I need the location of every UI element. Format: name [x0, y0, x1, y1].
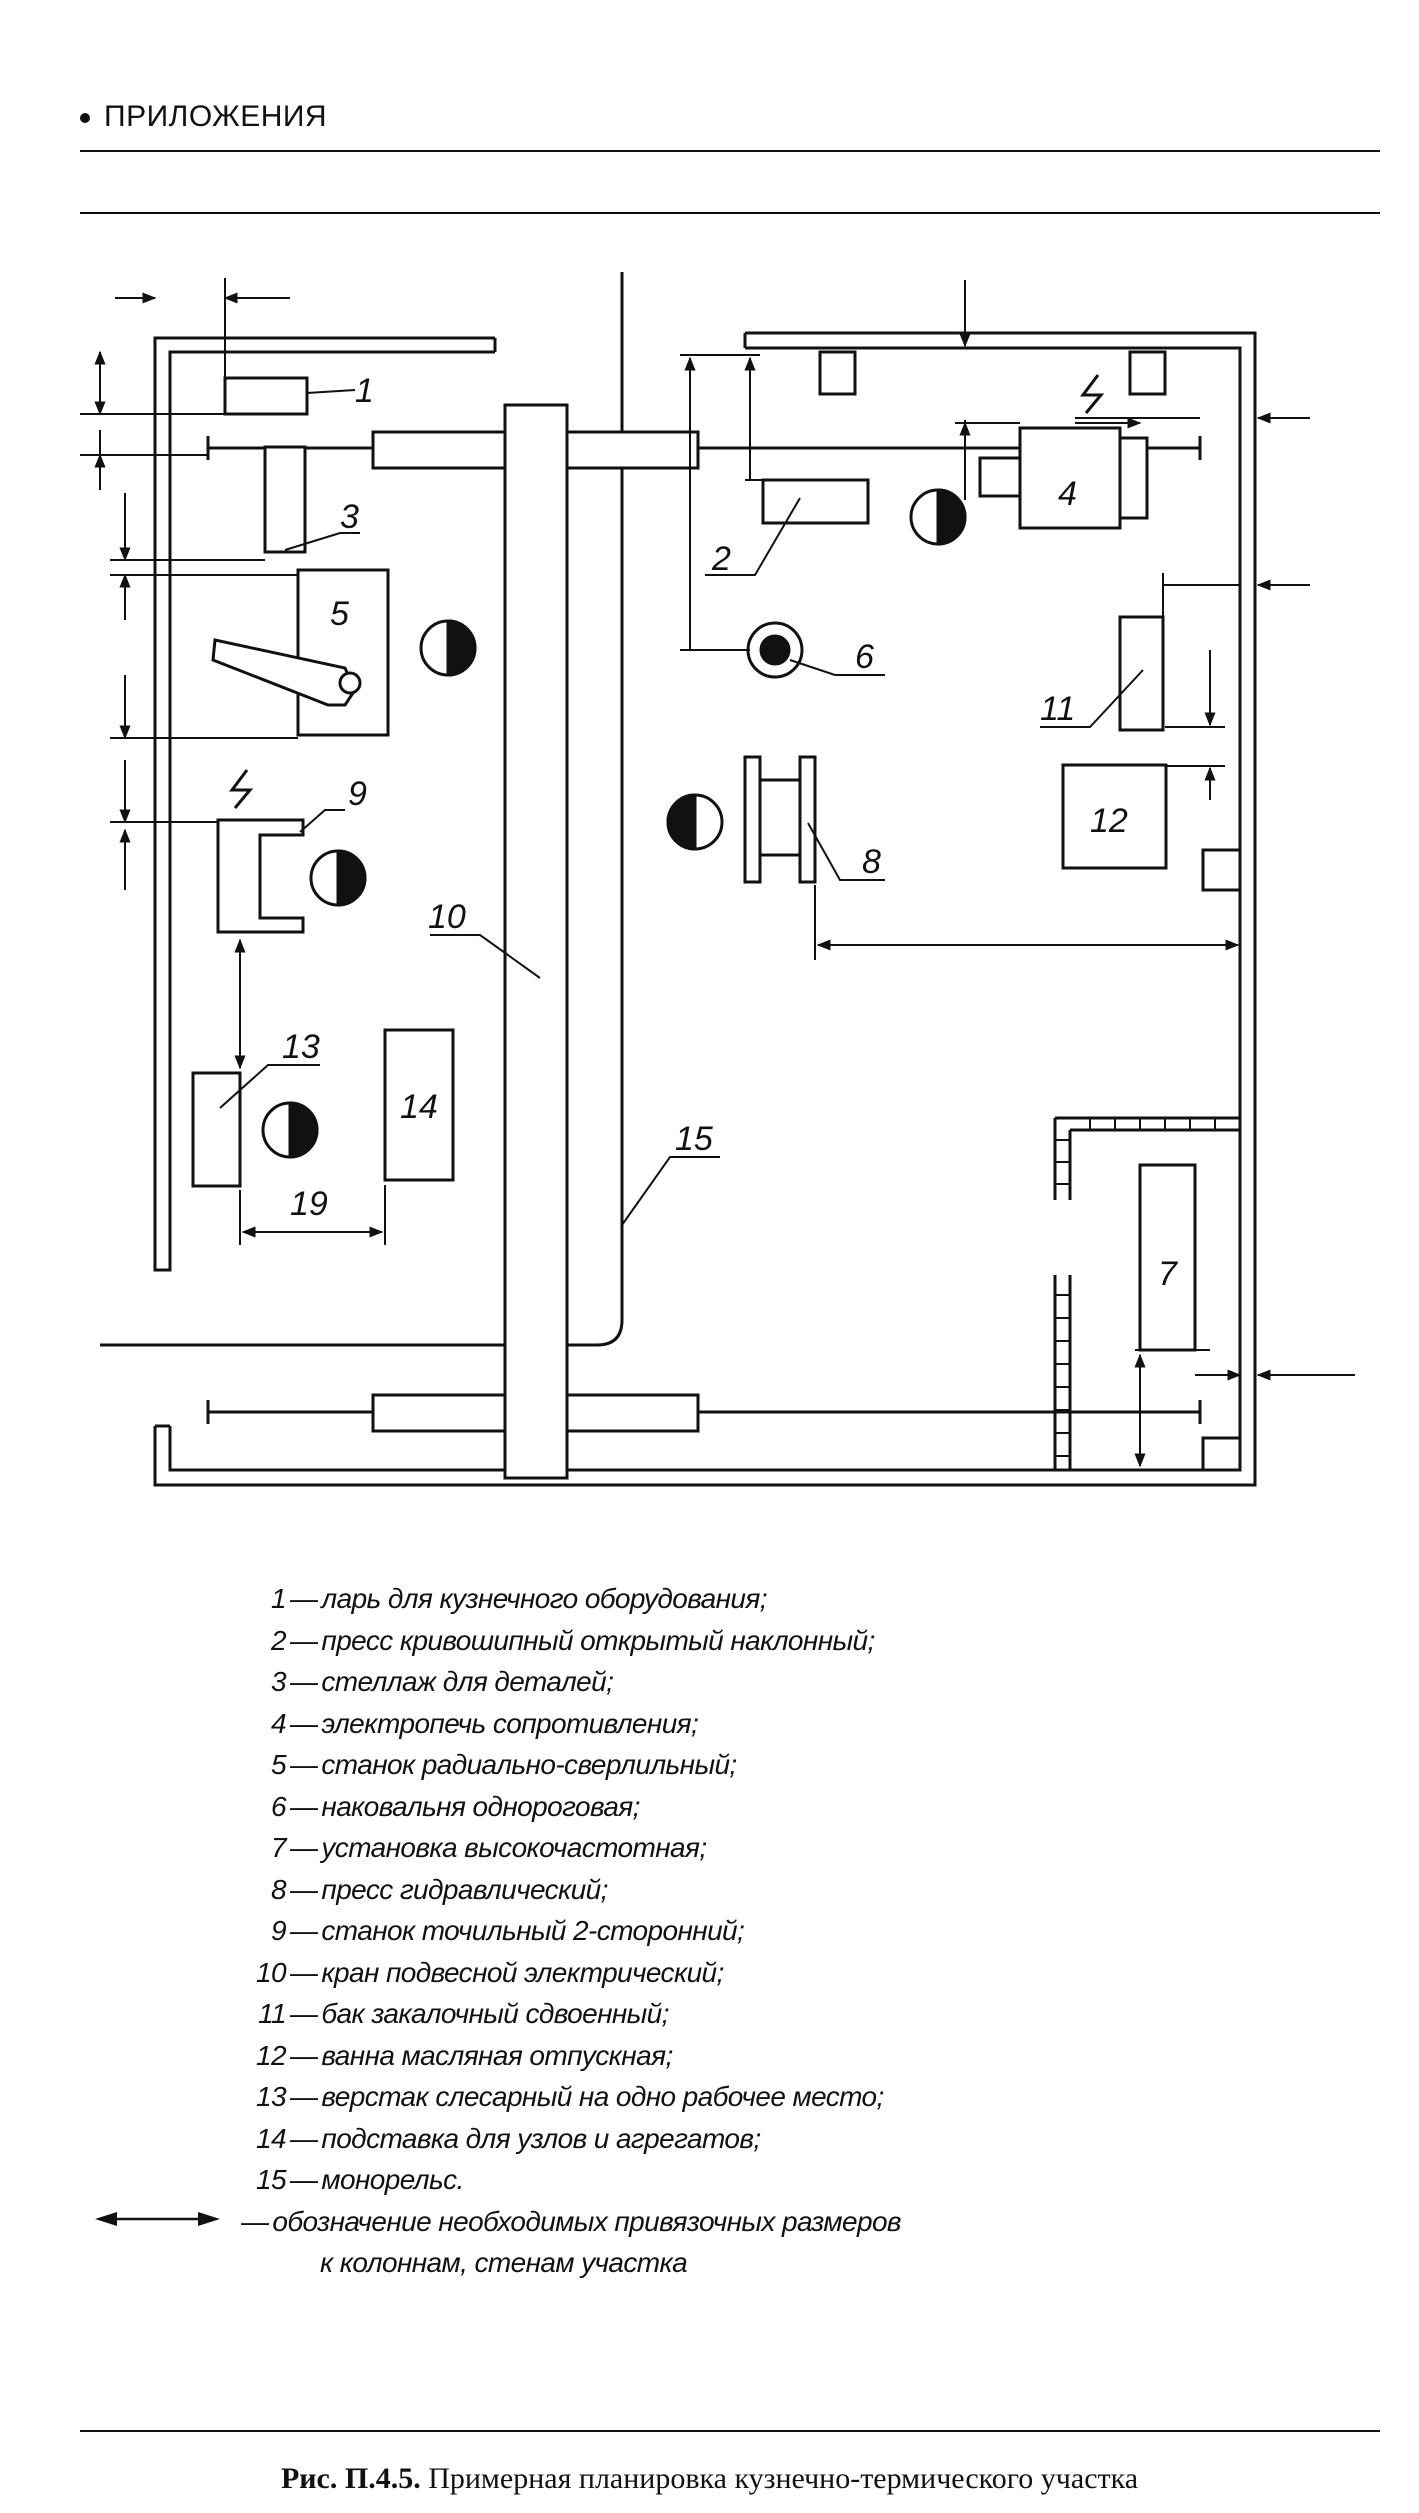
label-11: 11	[1040, 690, 1075, 728]
figure-caption: Рис. П.4.5. Примерная планировка кузнечн…	[0, 2462, 1419, 2496]
item-14-stand	[383, 1028, 455, 1182]
item-11-quench-tank	[1118, 615, 1165, 732]
walls	[100, 272, 1257, 1487]
workplace-icon	[309, 849, 367, 907]
bullet-icon	[80, 113, 90, 124]
legend-dimension-item: —обозначение необходимых привязочных раз…	[95, 2201, 1230, 2243]
dimension-lines	[80, 278, 1355, 1468]
legend-item: 2—пресс кривошипный открытый наклонный;	[271, 1624, 875, 1656]
label-19: 19	[290, 1185, 328, 1223]
label-2: 2	[711, 540, 731, 578]
workplace-icon	[419, 619, 477, 677]
header-rule-bottom	[80, 212, 1380, 214]
label-4: 4	[1058, 475, 1077, 513]
legend-item: 1—ларь для кузнечного оборудования;	[271, 1583, 767, 1614]
legend-item: 9—станок точильный 2-сторонний;	[271, 1915, 745, 1946]
item-9-grinder	[216, 818, 305, 934]
workplace-icon	[909, 488, 967, 546]
item-8-hyd-press	[743, 755, 762, 884]
label-13: 13	[282, 1028, 320, 1066]
legend-item: 13—верстак слесарный на одно рабочее мес…	[256, 2081, 884, 2112]
figure-number: Рис. П.4.5.	[280, 2462, 421, 2495]
equipment	[191, 350, 1242, 1472]
label-9: 9	[348, 775, 367, 813]
floor-plan: 1 2 3 4 5 6 7 8 9 10 11 12 13 14 15 19	[80, 272, 1355, 1487]
legend-dimension-text: обозначение необходимых привязочных разм…	[272, 2205, 901, 2237]
legend-item: 11—бак закалочный сдвоенный;	[258, 1998, 669, 2029]
item-1-chest	[223, 376, 309, 416]
legend: 1—ларь для кузнечного оборудования; 2—пр…	[95, 1578, 1230, 2284]
plan-labels: 1 2 3 4 5 6 7 8 9 10 11 12 13 14 15 19	[282, 372, 1178, 1293]
label-15: 15	[675, 1120, 713, 1158]
label-6: 6	[855, 638, 874, 676]
item-5-drill	[296, 568, 390, 737]
workplace-icon	[666, 793, 724, 851]
legend-item: 7—установка высокочастотная;	[271, 1832, 707, 1863]
figure-title: Примерная планировка кузнечно-термическо…	[428, 2462, 1139, 2495]
label-12: 12	[1090, 802, 1128, 840]
item-4-furnace	[1018, 426, 1122, 530]
workplace-icon	[261, 1101, 319, 1159]
legend-item: 5—станок радиально-сверлильный;	[271, 1749, 737, 1780]
header-rule-top	[80, 150, 1380, 152]
legend-item: 8—пресс гидравлический;	[271, 1873, 608, 1905]
section-title: ПРИЛОЖЕНИЯ	[104, 100, 328, 133]
legend-dimension-text-2: к колоннам, стенам участка	[320, 2247, 688, 2278]
legend-item: 12—ванна масляная отпускная;	[256, 2039, 673, 2071]
running-header: ПРИЛОЖЕНИЯ	[80, 100, 327, 134]
item-2-press	[761, 478, 870, 525]
leader-lines	[219, 389, 1144, 1226]
caption-rule	[80, 2430, 1380, 2432]
legend-item: 10—кран подвесной электрический;	[256, 1956, 724, 1988]
brick-wall	[1055, 1118, 1216, 1457]
label-5: 5	[330, 595, 349, 633]
label-7: 7	[1158, 1255, 1178, 1293]
label-1: 1	[355, 372, 374, 410]
item-12-oil-bath	[1061, 763, 1168, 870]
item-13-workbench	[191, 1071, 242, 1188]
item-3-rack	[263, 445, 307, 554]
crane-10	[206, 403, 1202, 1480]
double-arrow-icon	[95, 2211, 220, 2226]
legend-item: 6—наковальня однороговая;	[271, 1790, 640, 1822]
workplace-markers	[261, 488, 967, 1159]
legend-item: 3—стеллаж для деталей;	[271, 1666, 614, 1697]
label-8: 8	[862, 843, 881, 881]
legend-item: 14—подставка для узлов и агрегатов;	[256, 2122, 761, 2154]
label-10: 10	[428, 898, 466, 936]
label-14: 14	[400, 1088, 438, 1126]
electric-icon	[229, 374, 1105, 809]
legend-item: 15—монорельс.	[256, 2164, 464, 2195]
label-3: 3	[340, 498, 359, 536]
legend-item: 4—электропечь сопротивления;	[271, 1707, 699, 1739]
